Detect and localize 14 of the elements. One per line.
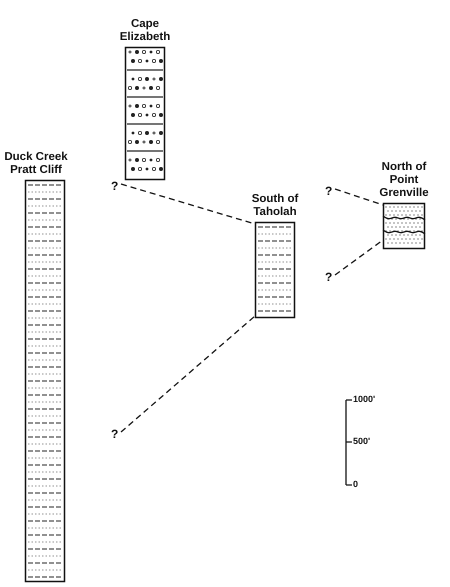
correlation-line bbox=[334, 188, 384, 206]
correlation-line bbox=[334, 239, 384, 276]
scale-label: 0 bbox=[353, 479, 358, 489]
column-heading: South of Taholah bbox=[250, 193, 300, 219]
question-mark: ? bbox=[111, 179, 118, 193]
question-mark: ? bbox=[111, 427, 118, 441]
question-mark: ? bbox=[325, 184, 332, 198]
question-mark: ? bbox=[325, 270, 332, 284]
column-heading: Duck Creek Pratt Cliff bbox=[3, 151, 69, 177]
scale-label: 1000' bbox=[353, 394, 376, 404]
scale-label: 500' bbox=[353, 436, 370, 446]
correlation-line bbox=[120, 316, 256, 432]
column-heading: Cape Elizabeth bbox=[118, 18, 172, 44]
column-heading: North of Point Grenville bbox=[378, 161, 430, 200]
